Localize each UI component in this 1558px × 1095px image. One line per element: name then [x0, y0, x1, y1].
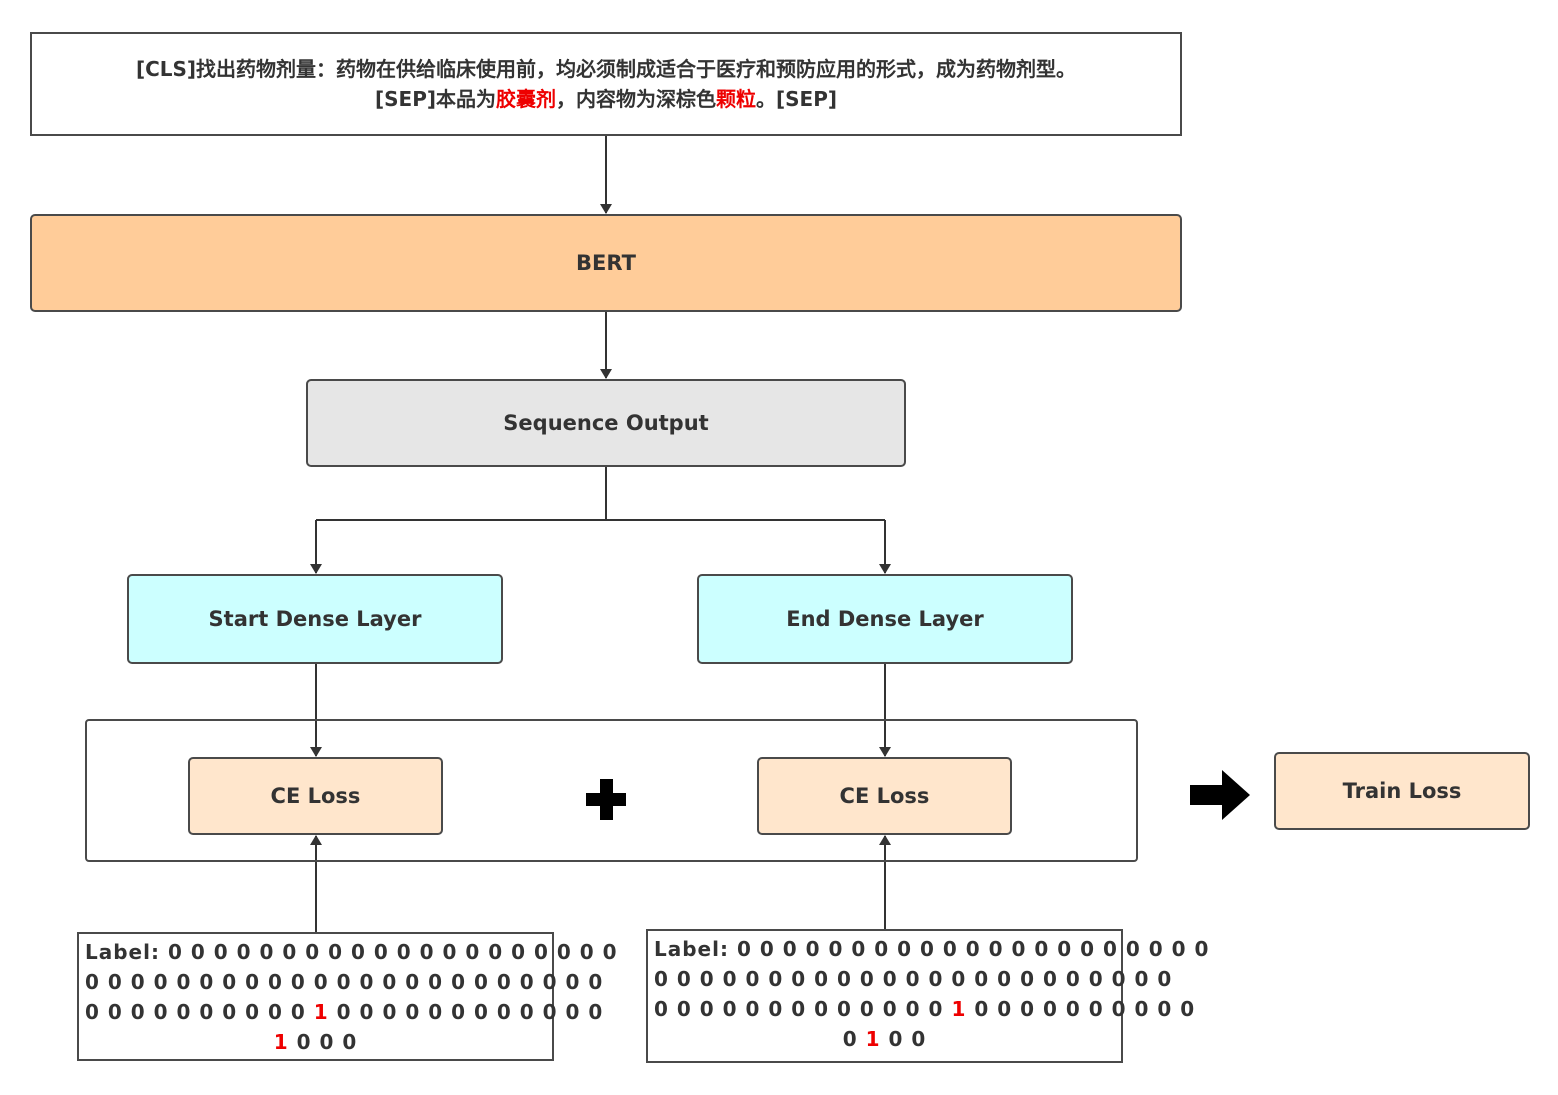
ce-loss-start-label: CE Loss	[270, 784, 361, 808]
label-digits: 0 0 0 0 0 0 0 0 0 0	[85, 1000, 314, 1024]
ce-loss-start-node: CE Loss	[188, 757, 443, 835]
input-segment: [SEP]本品为	[374, 87, 496, 111]
label-digits: 0 0 0 0 0 0 0 0 0 0 0 0 0 0 0 0 0 0 0 0	[159, 940, 618, 964]
end-dense-layer-label: End Dense Layer	[786, 607, 984, 631]
label-end-marker: 1	[865, 1027, 881, 1051]
label-digits: 0 0 0 0 0 0 0 0 0 0 0 0	[328, 1000, 604, 1024]
label-digits: 0 0 0 0 0 0 0 0 0 0 0 0 0	[654, 997, 952, 1021]
label-line: 0 1 0 0	[654, 1024, 1115, 1054]
label-line: Label: 0 0 0 0 0 0 0 0 0 0 0 0 0 0 0 0 0…	[654, 934, 1208, 964]
train-loss-label: Train Loss	[1342, 779, 1462, 803]
input-segment: ，内容物为深棕色	[556, 87, 716, 111]
end-label-box: Label: 0 0 0 0 0 0 0 0 0 0 0 0 0 0 0 0 0…	[646, 929, 1208, 1063]
ce-loss-end-node: CE Loss	[757, 757, 1012, 835]
start-dense-layer-label: Start Dense Layer	[208, 607, 422, 631]
label-digits: 0	[842, 1027, 866, 1051]
label-line: 0 0 0 0 0 0 0 0 0 0 1 0 0 0 0 0 0 0 0 0 …	[85, 997, 602, 1027]
right-arrow-icon	[1190, 770, 1250, 820]
label-prefix: Label:	[85, 940, 160, 964]
label-line: 0 0 0 0 0 0 0 0 0 0 0 0 0 1 0 0 0 0 0 0 …	[654, 994, 1194, 1024]
label-prefix: Label:	[654, 937, 729, 961]
label-line: 1 0 0 0	[85, 1027, 546, 1057]
sequence-output-label: Sequence Output	[503, 411, 709, 435]
input-segment: 。[SEP]	[756, 87, 838, 111]
input-line-2: [SEP]本品为胶囊剂，内容物为深棕色颗粒。[SEP]	[375, 84, 837, 114]
train-loss-node: Train Loss	[1274, 752, 1530, 830]
answer-highlight: 胶囊剂	[496, 87, 556, 111]
ce-loss-end-label: CE Loss	[839, 784, 930, 808]
bert-label: BERT	[576, 251, 636, 275]
input-line-1: [CLS]找出药物剂量：药物在供给临床使用前，均必须制成适合于医疗和预防应用的形…	[135, 57, 1077, 81]
label-line: 0 0 0 0 0 0 0 0 0 0 0 0 0 0 0 0 0 0 0 0 …	[85, 970, 604, 994]
sequence-output-node: Sequence Output	[306, 379, 906, 467]
label-start-marker: 1	[273, 1030, 289, 1054]
label-line: 0 0 0 0 0 0 0 0 0 0 0 0 0 0 0 0 0 0 0 0 …	[654, 967, 1173, 991]
split-connector	[316, 467, 607, 521]
start-dense-layer-node: Start Dense Layer	[127, 574, 503, 664]
label-digits: 0 0	[880, 1027, 927, 1051]
label-start-marker: 1	[313, 1000, 329, 1024]
plus-icon	[586, 779, 626, 820]
answer-highlight: 颗粒	[716, 87, 756, 111]
label-end-marker: 1	[951, 997, 967, 1021]
label-line: Label: 0 0 0 0 0 0 0 0 0 0 0 0 0 0 0 0 0…	[85, 937, 617, 967]
loss-group-container	[85, 719, 1138, 862]
bert-node: BERT	[30, 214, 1182, 312]
end-dense-layer-node: End Dense Layer	[697, 574, 1073, 664]
label-digits: 0 0 0 0 0 0 0 0 0 0 0 0 0 0 0 0 0 0 0 0 …	[728, 937, 1210, 961]
label-digits: 0 0 0 0 0 0 0 0 0 0	[966, 997, 1196, 1021]
start-label-box: Label: 0 0 0 0 0 0 0 0 0 0 0 0 0 0 0 0 0…	[77, 932, 617, 1061]
label-digits: 0 0 0	[288, 1030, 358, 1054]
input-text-box: [CLS]找出药物剂量：药物在供给临床使用前，均必须制成适合于医疗和预防应用的形…	[30, 32, 1182, 136]
